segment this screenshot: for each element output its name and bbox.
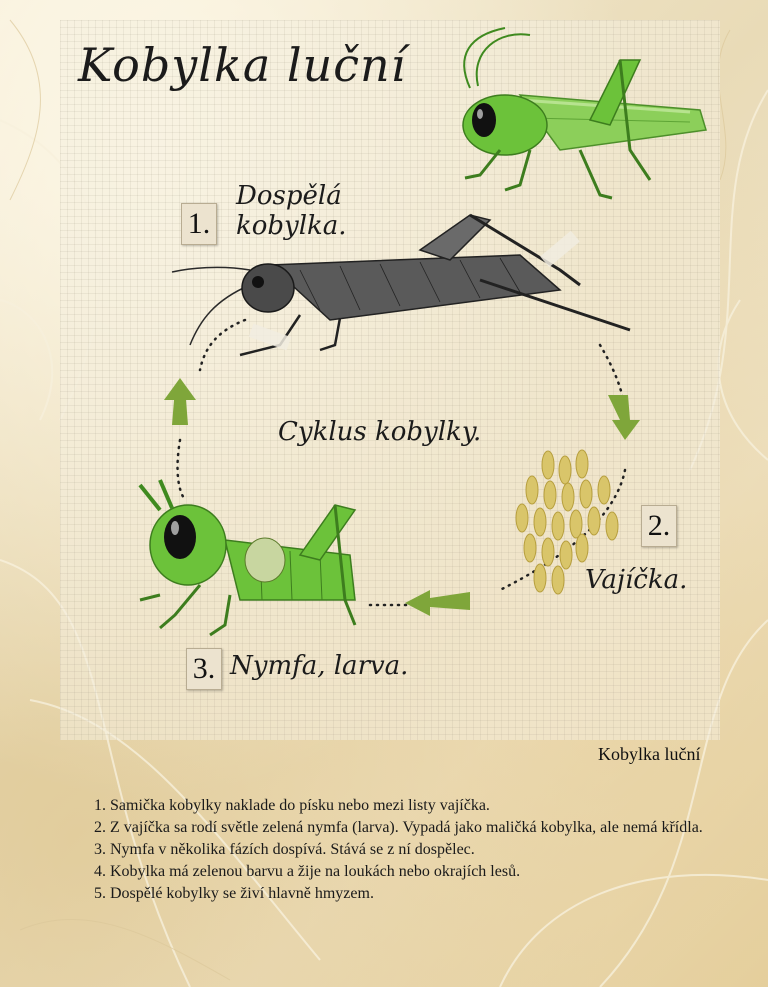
arrow-down-icon [608, 395, 640, 440]
fact-item: 4. Kobylka má zelenou barvu a žije na lo… [94, 861, 724, 883]
fact-item: 5. Dospělé kobylky se živí hlavně hmyzem… [94, 883, 724, 905]
fact-item: 3. Nymfa v několika fázích dospívá. Stáv… [94, 839, 724, 861]
arrow-up-icon [164, 378, 196, 425]
stage-2-number: 2. [641, 505, 677, 547]
stage-3-label: Nymfa, larva. [230, 652, 408, 682]
stage-1-label: Dospělá kobylka. [236, 182, 347, 242]
cycle-label: Cyklus kobylky. [278, 418, 481, 448]
fact-item: 2. Z vajíčka sa rodí světle zelená nymfa… [94, 817, 724, 839]
green-grasshopper-adult-image [463, 28, 706, 198]
stage-1-number: 1. [181, 203, 217, 245]
fact-item: 1. Samička kobylky naklade do písku nebo… [94, 795, 724, 817]
facts-list: 1. Samička kobylky naklade do písku nebo… [94, 795, 724, 905]
image-caption: Kobylka luční [598, 744, 700, 765]
green-grasshopper-nymph-image [140, 480, 355, 635]
stage-3-number: 3. [186, 648, 222, 690]
stage-2-label: Vajíčka. [585, 566, 687, 596]
arrow-left-icon [405, 590, 470, 616]
